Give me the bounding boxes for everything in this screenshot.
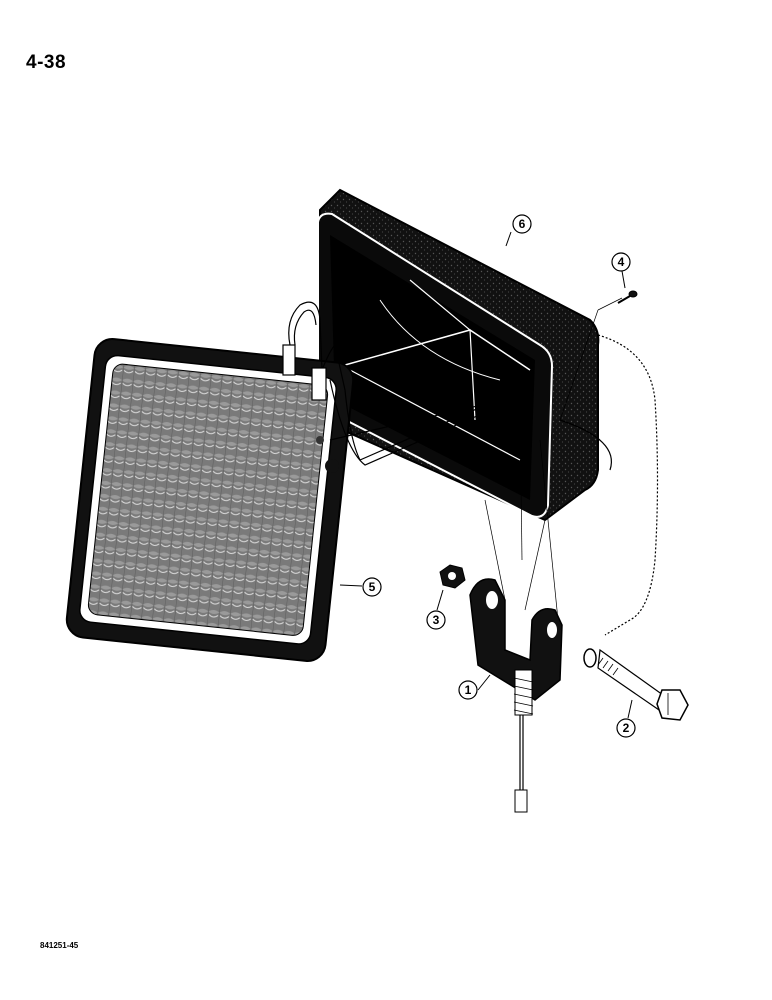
callout-1-label: 1 <box>465 683 472 697</box>
callout-3-label: 3 <box>433 613 440 627</box>
callout-4: 4 <box>611 252 631 289</box>
callout-6-label: 6 <box>519 217 526 231</box>
mounting-bracket <box>469 578 563 813</box>
nut <box>439 564 466 589</box>
callout-3: 3 <box>426 589 446 630</box>
callout-2: 2 <box>616 699 636 738</box>
housing <box>317 188 600 522</box>
callout-6: 6 <box>505 214 532 247</box>
callout-5-label: 5 <box>369 580 376 594</box>
wiring <box>282 301 659 636</box>
callout-1: 1 <box>458 674 491 700</box>
bolt-with-washer <box>583 648 689 721</box>
callout-4-label: 4 <box>618 255 625 269</box>
figure-code: 841251-45 <box>40 941 79 950</box>
sealed-beam-lamp <box>65 338 355 662</box>
page-number: 4-38 <box>26 52 67 73</box>
guide-lines <box>484 297 623 641</box>
screw <box>617 290 638 304</box>
callout-2-label: 2 <box>623 721 630 735</box>
callout-5: 5 <box>339 577 382 597</box>
